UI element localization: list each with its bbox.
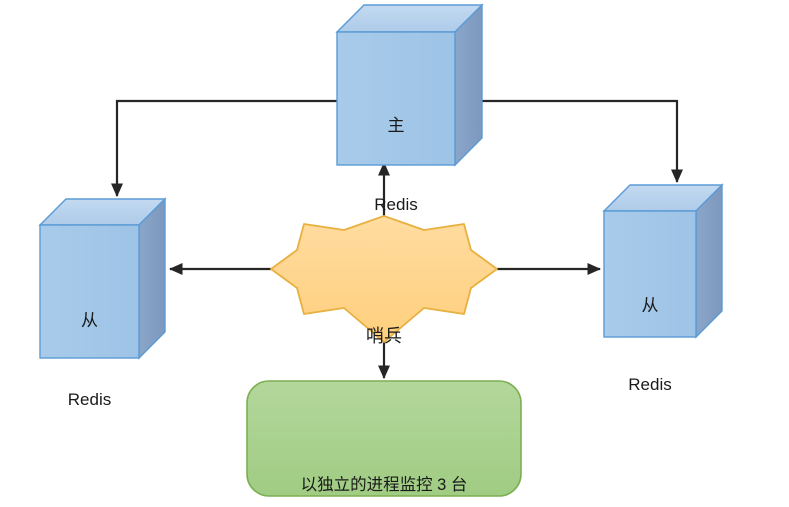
node-monitor-note[interactable]	[246, 380, 522, 497]
node-slave-redis-right[interactable]	[602, 183, 724, 339]
connector-master-to-slave-right	[396, 99, 684, 184]
slave-left-cube-side-face	[138, 197, 166, 360]
monitor-note-box	[246, 380, 522, 497]
slave-right-cube-front-face	[603, 210, 697, 338]
node-master-redis[interactable]	[335, 3, 484, 167]
slave-left-cube-front-face	[39, 224, 140, 359]
master-cube-front-face	[336, 31, 456, 166]
master-cube-side-face	[454, 3, 483, 167]
sentinel-star-shape	[270, 215, 498, 343]
slave-right-cube-side-face	[695, 183, 723, 339]
connector-master-to-slave-left	[110, 99, 396, 198]
node-sentinel[interactable]	[270, 215, 498, 343]
node-slave-redis-left[interactable]	[38, 197, 167, 360]
